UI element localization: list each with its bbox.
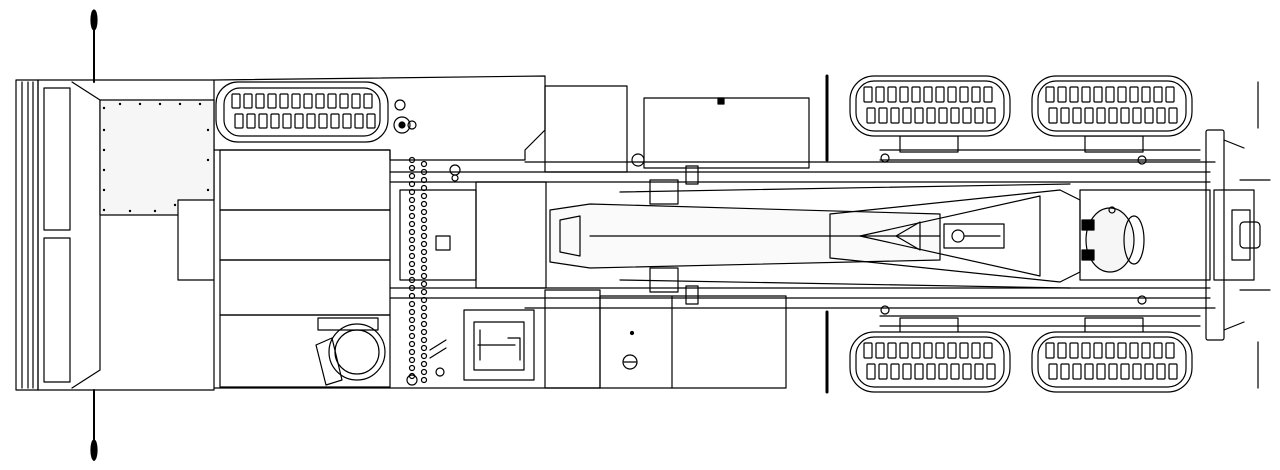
- road-wheel-3: [849, 331, 1011, 393]
- cab-rivets: [102, 102, 210, 213]
- cab-roof-panel: [99, 99, 215, 216]
- differential: [1085, 207, 1135, 273]
- cab-shell: [37, 79, 215, 391]
- rear-bumper: [1205, 129, 1271, 341]
- mirror-tip-bottom: [90, 439, 98, 461]
- equipment-boxes: [213, 75, 810, 389]
- road-wheels: [849, 75, 1193, 393]
- cab-front-bumper: [15, 79, 39, 391]
- drivetrain: [549, 165, 1081, 305]
- road-wheel-2: [1031, 75, 1193, 137]
- rear-axle-assembly: [825, 74, 1259, 394]
- mirror-tip-top: [90, 9, 98, 31]
- air-filter: [328, 323, 386, 381]
- small-fittings: [406, 153, 1147, 386]
- frame-rails: [389, 156, 1216, 384]
- spare-tire: [215, 81, 417, 143]
- road-wheel-4: [1031, 331, 1193, 393]
- road-wheel-1: [849, 75, 1011, 137]
- cab: [15, 9, 215, 461]
- radiator-fins: [408, 156, 428, 384]
